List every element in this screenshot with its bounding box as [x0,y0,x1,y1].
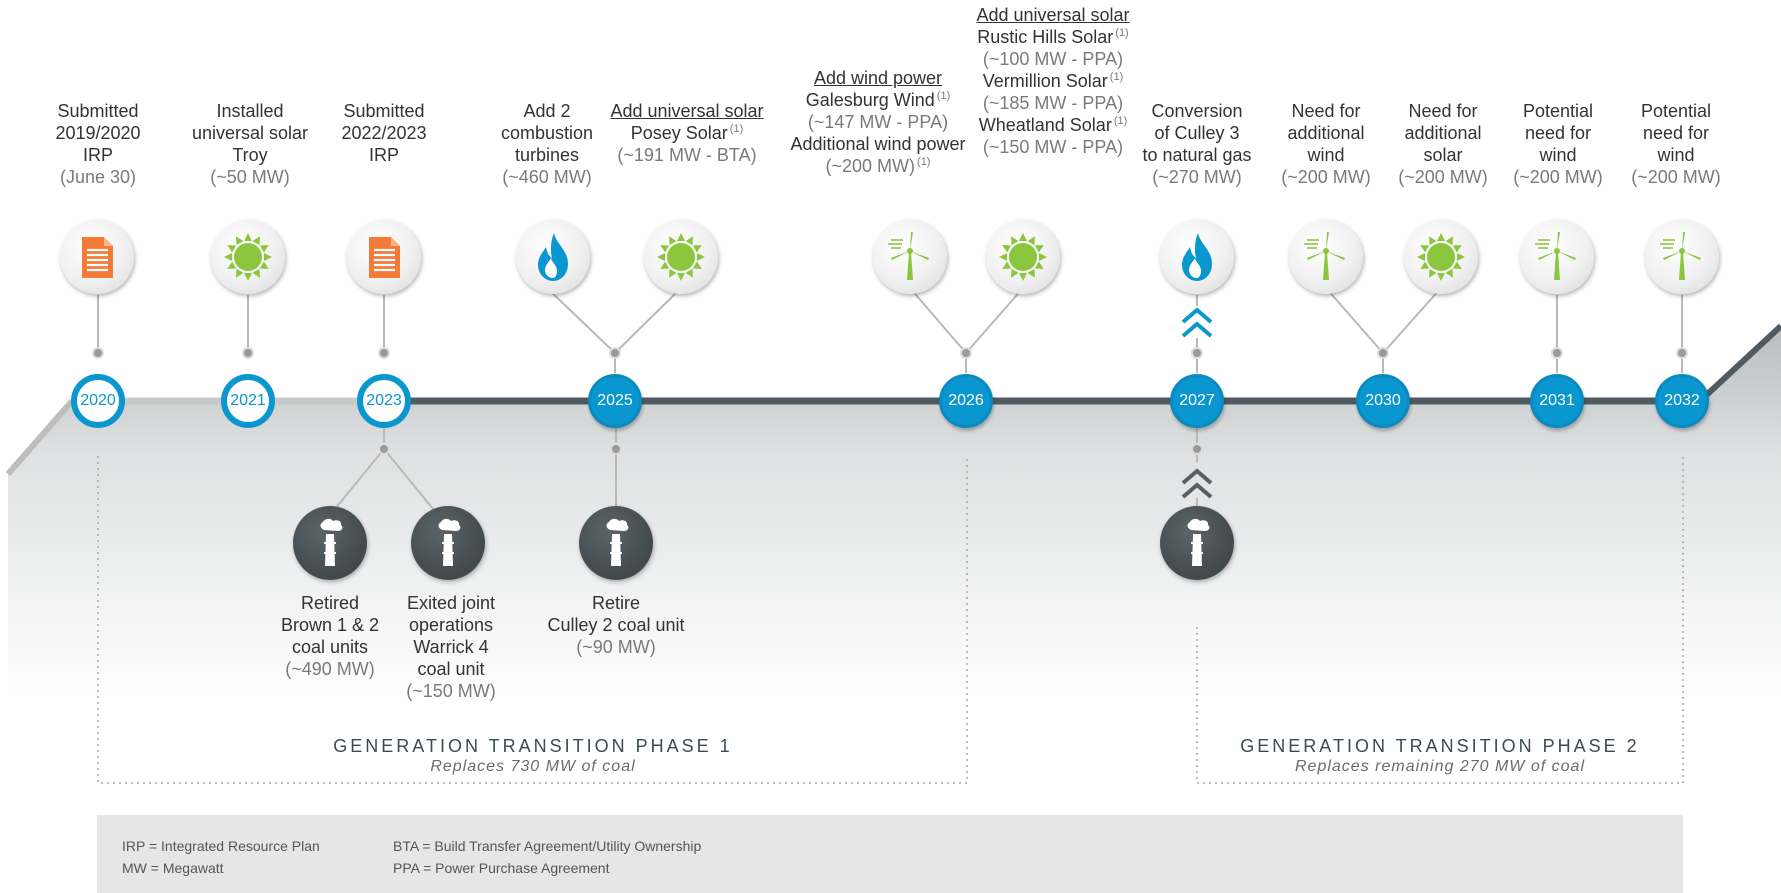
connector-dot [1551,347,1563,359]
document-icon [60,220,134,294]
smokestack-icon [411,506,485,580]
year-marker-2021: 2021 [221,374,275,428]
legend-box: IRP = Integrated Resource Plan MW = Mega… [97,815,1683,893]
footnote-marker: (1) [729,123,744,135]
year-marker-2031: 2031 [1530,374,1584,428]
footnote-marker: (1) [917,156,931,168]
sun-icon [211,220,285,294]
connector-dot [242,347,254,359]
sun-icon [986,220,1060,294]
label-culley2-retire: Retire Culley 2 coal unit (~90 MW) [547,593,685,657]
connector-dot [1377,347,1389,359]
label-2032-wind: Potential need for wind (~200 MW) [1631,101,1721,187]
wind-turbine-icon [1520,220,1594,294]
sun-icon [644,220,718,294]
phase-1-title: GENERATION TRANSITION PHASE 1 [333,736,733,756]
flame-icon [1160,220,1234,294]
footnote-marker: (1) [1109,71,1124,83]
mw-value: (~200 MW) [825,156,916,176]
project-name: Galesburg Wind [805,90,935,110]
label-2026-solar: Add universal solar Rustic Hills Solar(1… [976,5,1130,157]
year-marker-2030: 2030 [1356,374,1410,428]
connector-dot [378,347,390,359]
double-chevron-up-icon [1181,307,1213,338]
label-2027-gas: Conversion of Culley 3 to natural gas (~… [1142,101,1252,187]
label-2025-turbines: Add 2 combustion turbines (~460 MW) [500,101,594,187]
connector-dot [960,347,972,359]
connector-dot [610,443,622,455]
wind-turbine-icon [873,220,947,294]
project-name: Rustic Hills Solar [977,27,1114,47]
label-brown-retired: Retired Brown 1 & 2 coal units (~490 MW) [280,593,380,679]
year-marker-2027: 2027 [1170,374,1224,428]
label-2025-solar: Add universal solar Posey Solar(1) (~191… [610,101,764,165]
connector-dot [1191,347,1203,359]
project-name: Posey Solar [630,123,728,143]
connector-dot [92,347,104,359]
legend-irp: IRP = Integrated Resource Plan [122,838,320,854]
label-2030-wind: Need for additional wind (~200 MW) [1281,101,1371,187]
wind-turbine-icon [1645,220,1719,294]
year-marker-2025: 2025 [588,374,642,428]
phase-1-bracket [97,456,968,784]
phase-2-subtitle: Replaces remaining 270 MW of coal [1294,758,1585,775]
label-2021-solar: Installed universal solar Troy (~50 MW) [191,101,309,187]
timeline-band [8,326,1781,700]
connector-dot [1191,443,1203,455]
footnote-marker: (1) [936,90,951,102]
year-marker-2023: 2023 [357,374,411,428]
smokestack-icon [1160,506,1234,580]
label-2023-irp: Submitted 2022/2023 IRP [341,101,427,165]
phase-2-title: GENERATION TRANSITION PHASE 2 [1240,736,1640,756]
connector-dot [1676,347,1688,359]
legend-bta: BTA = Build Transfer Agreement/Utility O… [393,838,702,854]
connector-dot [609,347,621,359]
smokestack-icon [293,506,367,580]
footnote-marker: (1) [1115,27,1129,39]
legend-ppa: PPA = Power Purchase Agreement [393,860,610,876]
sun-icon [1404,220,1478,294]
label-warrick-exited: Exited joint operations Warrick 4 coal u… [406,593,496,701]
year-marker-2020: 2020 [71,374,125,428]
double-chevron-up-icon [1181,468,1213,499]
label-2030-solar: Need for additional solar (~200 MW) [1398,101,1488,187]
year-marker-2032: 2032 [1655,374,1709,428]
legend-mw: MW = Megawatt [122,860,224,876]
project-name: Vermillion Solar [982,71,1108,91]
wind-turbine-icon [1289,220,1363,294]
footnote-marker: (1) [1113,115,1128,127]
smokestack-icon [579,506,653,580]
project-name: Wheatland Solar [978,115,1112,135]
year-marker-2026: 2026 [939,374,993,428]
label-2026-wind: Add wind power Galesburg Wind(1) (~147 M… [790,68,966,176]
label-2020-irp: Submitted 2019/2020 IRP (June 30) [55,101,141,187]
phase-1-subtitle: Replaces 730 MW of coal [430,758,636,775]
flame-icon [516,220,590,294]
connector-dot [378,443,390,455]
document-icon [347,220,421,294]
label-2031-wind: Potential need for wind (~200 MW) [1513,101,1603,187]
phase-2-bracket [1196,456,1684,784]
